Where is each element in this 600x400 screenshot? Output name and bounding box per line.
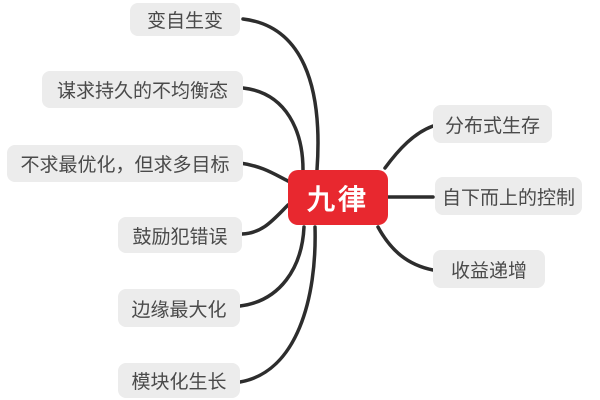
connector-honor-errors (240, 203, 290, 236)
connector-modular-growth (238, 225, 317, 384)
branch-node-distributed-being[interactable]: 分布式生存 (433, 105, 552, 143)
branch-node-bottom-up-control[interactable]: 自下而上的控制 (435, 177, 582, 215)
connector-multiple-goals (238, 161, 290, 183)
branch-node-self-change[interactable]: 变自生变 (130, 3, 240, 36)
branch-node-modular-growth[interactable]: 模块化生长 (118, 363, 240, 398)
branch-node-maximize-fringes[interactable]: 边缘最大化 (118, 289, 240, 327)
connector-distributed-being (383, 124, 435, 170)
branch-node-increasing-returns[interactable]: 收益递增 (433, 250, 545, 288)
connector-maximize-fringes (238, 225, 306, 308)
connector-disequilibrium (241, 86, 305, 172)
connector-increasing-returns (376, 225, 435, 272)
branch-node-multiple-goals[interactable]: 不求最优化，但求多目标 (7, 145, 243, 182)
connector-self-change (241, 17, 320, 172)
branch-node-honor-errors[interactable]: 鼓励犯错误 (118, 217, 242, 253)
branch-node-disequilibrium[interactable]: 谋求持久的不均衡态 (42, 71, 243, 108)
center-node[interactable]: 九律 (288, 170, 388, 225)
